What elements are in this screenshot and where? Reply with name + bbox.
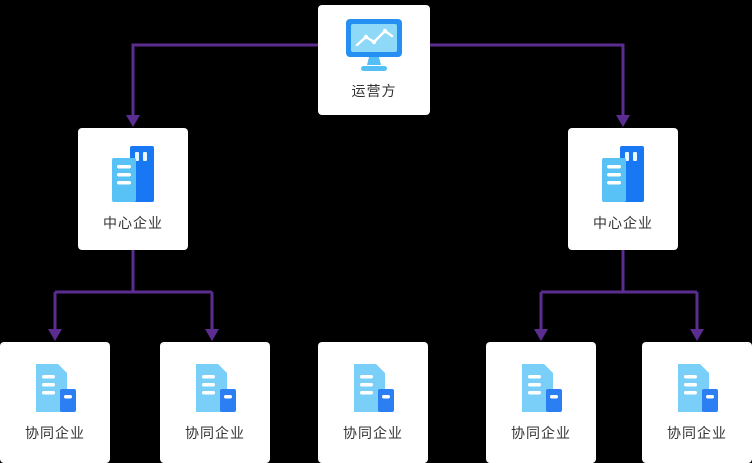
node-collab-enterprise-1: 协同企业 [0, 342, 110, 463]
node-center-enterprise-right: 中心企业 [568, 128, 678, 250]
node-collab-enterprise-label: 协同企业 [343, 426, 403, 442]
building-doc-icon [348, 362, 398, 414]
arrow-down-icon [126, 115, 140, 127]
dual-building-icon [106, 145, 160, 204]
node-center-enterprise-left: 中心企业 [78, 128, 188, 250]
building-doc-icon [672, 362, 722, 414]
node-center-enterprise-label: 中心企业 [103, 215, 163, 232]
node-operator-label: 运营方 [351, 84, 397, 100]
node-center-enterprise-label: 中心企业 [593, 215, 653, 232]
node-operator: 运营方 [318, 5, 430, 115]
connector-left-center-to-collabs [53, 250, 214, 330]
node-collab-enterprise-label: 协同企业 [667, 426, 727, 442]
node-collab-enterprise-label: 协同企业 [185, 426, 245, 442]
connector-root-to-left-center [131, 43, 318, 116]
building-doc-icon [516, 362, 566, 414]
connector-root-to-right-center [430, 43, 625, 116]
arrow-down-icon [205, 329, 219, 341]
building-doc-icon [190, 362, 240, 414]
node-collab-enterprise-label: 协同企业 [511, 426, 571, 442]
node-collab-enterprise-3: 协同企业 [318, 342, 428, 463]
dual-building-icon [596, 145, 650, 204]
node-collab-enterprise-label: 协同企业 [25, 426, 85, 442]
arrow-down-icon [690, 329, 704, 341]
building-doc-icon [30, 362, 80, 414]
arrow-down-icon [48, 329, 62, 341]
connector-right-center-to-collabs [539, 250, 699, 330]
arrow-down-icon [534, 329, 548, 341]
node-collab-enterprise-5: 协同企业 [642, 342, 752, 463]
node-collab-enterprise-4: 协同企业 [486, 342, 596, 463]
arrow-down-icon [616, 115, 630, 127]
monitor-chart-icon [345, 19, 403, 72]
node-collab-enterprise-2: 协同企业 [160, 342, 270, 463]
